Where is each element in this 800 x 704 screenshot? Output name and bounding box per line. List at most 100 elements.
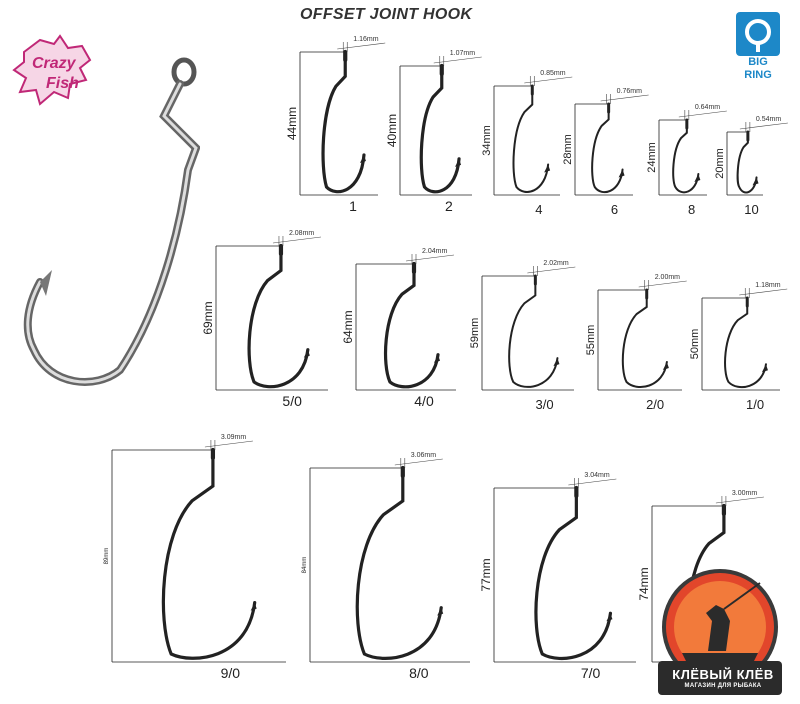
length-label: 64mm (341, 310, 355, 343)
wire-diameter-label: 0.64mm (695, 104, 720, 111)
hook-outline (724, 303, 767, 389)
hook-outline (621, 295, 668, 389)
hook-barb (303, 349, 310, 358)
wire-dimension-line (405, 254, 455, 262)
seal-title: КЛЁВЫЙ КЛЁВ (672, 667, 774, 682)
hook-size-label: 10 (744, 202, 758, 217)
page-title: OFFSET JOINT HOOK (300, 6, 473, 23)
hook-size-label: 1 (349, 198, 357, 214)
hook-outline (383, 268, 440, 389)
length-label: 74mm (637, 567, 651, 600)
hook-size-label: 1/0 (746, 397, 764, 412)
hook-barb (761, 364, 768, 373)
wire-dimension-line (527, 266, 576, 274)
hook-size-label: 2/0 (646, 397, 664, 412)
hook-size-label: 5/0 (282, 393, 302, 409)
hook-size-label: 6 (611, 202, 618, 217)
wire-diameter-label: 1.18mm (755, 282, 780, 289)
wire-dimension-line (678, 110, 727, 118)
length-label: 89mm (104, 548, 110, 565)
wire-dimension-line (739, 288, 788, 296)
hook-barb (694, 174, 701, 182)
hook-outline (591, 109, 624, 194)
offset-hook-icon (23, 57, 200, 386)
wire-dimension-line (600, 94, 649, 102)
ring-icon (736, 12, 780, 56)
wire-dimension-line (715, 496, 764, 504)
wire-diameter-label: 0.85mm (540, 70, 565, 77)
hook-barb (553, 358, 560, 367)
hook-size-label: 7/0 (581, 665, 601, 681)
length-label: 34mm (481, 125, 493, 156)
wire-diameter-label: 2.00mm (655, 274, 680, 281)
hook-outline (355, 472, 443, 660)
hook-outline (534, 492, 613, 661)
length-label: 84mm (302, 557, 308, 574)
big-ring-badge: BIG RING (733, 12, 783, 82)
wire-diameter-label: 3.00mm (732, 490, 757, 497)
hook-outline (736, 137, 758, 194)
hook-barb (618, 169, 625, 178)
wire-dimension-line (568, 478, 617, 486)
wire-diameter-label: 3.04mm (584, 472, 609, 479)
hook-barb (752, 177, 759, 186)
badge-line-2: RING (744, 69, 772, 81)
length-label: 69mm (201, 301, 215, 334)
hook-barb (250, 602, 257, 611)
hook-outline (321, 56, 366, 194)
badge-line-1: BIG (748, 56, 768, 68)
seal-subtitle: МАГАЗИН ДЛЯ РЫБАКА (684, 683, 762, 689)
hook-outline (512, 91, 550, 193)
wire-dimension-line (739, 122, 788, 130)
brand-logo: Crazy Fish (10, 34, 100, 114)
wire-dimension-line (394, 458, 443, 466)
wire-diameter-label: 3.06mm (411, 452, 436, 459)
length-label: 59mm (469, 318, 481, 349)
hook-outline (419, 70, 461, 194)
wire-diameter-label: 2.08mm (289, 230, 314, 237)
wire-diameter-label: 1.16mm (353, 36, 378, 43)
hook-barb (434, 354, 440, 363)
wire-diameter-label: 2.04mm (422, 248, 447, 255)
svg-text:Fish: Fish (46, 75, 79, 92)
hook-barb (544, 164, 551, 173)
length-label: 20mm (714, 148, 726, 179)
hook-size-label: 8 (688, 202, 695, 217)
length-label: 28mm (562, 134, 574, 165)
wire-dimension-line (524, 76, 573, 84)
wire-dimension-line (433, 56, 482, 64)
wire-diameter-label: 3.09mm (221, 434, 246, 441)
hook-size-label: 3/0 (536, 397, 554, 412)
length-label: 44mm (285, 107, 299, 140)
hook-barb (662, 362, 669, 370)
hook-outline (508, 281, 559, 388)
hook-barb (455, 158, 462, 167)
wire-dimension-line (638, 280, 687, 288)
hook-size-label: 9/0 (221, 665, 241, 681)
wire-dimension-line (337, 42, 386, 50)
wire-diameter-label: 1.07mm (450, 50, 475, 57)
length-label: 77mm (479, 558, 493, 591)
wire-diameter-label: 2.02mm (543, 260, 568, 267)
shop-seal (652, 565, 788, 697)
hook-size-label: 4 (535, 202, 542, 217)
hook-barb (359, 154, 366, 163)
hook-outline (672, 125, 700, 194)
length-label: 40mm (385, 114, 399, 147)
hook-outline (161, 454, 257, 660)
hook-size-label: 2 (445, 198, 453, 214)
hook-barb (437, 607, 444, 616)
hook-outline (247, 250, 310, 389)
svg-text:Crazy: Crazy (32, 55, 77, 72)
length-label: 24mm (646, 142, 658, 173)
length-label: 50mm (689, 329, 701, 360)
length-label: 55mm (585, 325, 597, 356)
hook-size-label: 4/0 (414, 393, 434, 409)
hook-size-label: 8/0 (409, 665, 429, 681)
wire-dimension-line (272, 236, 321, 244)
wire-diameter-label: 0.76mm (617, 88, 642, 95)
wire-diameter-label: 0.54mm (756, 116, 781, 123)
hook-barb (606, 613, 613, 622)
